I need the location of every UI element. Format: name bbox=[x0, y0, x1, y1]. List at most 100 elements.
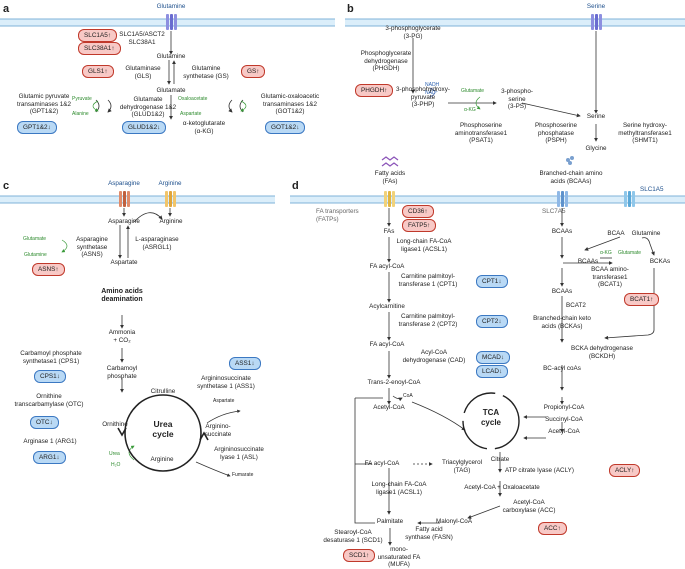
bcaas-2-label: BCAAs bbox=[577, 258, 599, 265]
urea-cycle-ring bbox=[117, 394, 209, 472]
scd-enzyme-label: Stearoyl-CoA desaturase 1 (SCD1) bbox=[323, 529, 383, 544]
bcaa-molecule-icon bbox=[566, 156, 574, 165]
3pg-label: 3-phosphoglycerate (3-PG) bbox=[385, 25, 441, 40]
got-down-badge: GOT1&2↓ bbox=[265, 121, 306, 134]
urea-cycle-title: Urea cycle bbox=[152, 419, 174, 440]
mcad-down-badge: MCAD↓ bbox=[476, 351, 511, 364]
asparagine-channel bbox=[119, 191, 130, 207]
glutamine-c-label: Glutamine bbox=[24, 252, 47, 258]
bcat2-label: BCAT2 bbox=[566, 302, 586, 309]
gpt-down-badge: GPT1&2↓ bbox=[17, 121, 57, 134]
acylcarnitine-label: Acylcarnitine bbox=[369, 303, 405, 310]
trans-enoyl-label: Trans-2-enoyl-CoA bbox=[367, 379, 421, 386]
fas-label: FAs bbox=[383, 228, 395, 235]
arg1-enzyme-label: Arginase 1 (ARG1) bbox=[23, 438, 77, 445]
arginine-c-label: Arginine bbox=[159, 218, 183, 225]
fatp5-up-badge: FATP5↑ bbox=[402, 219, 437, 232]
deamination-title: Amino acids deamination bbox=[101, 288, 143, 304]
acetylcoa-2-label: Acetyl-CoA bbox=[548, 428, 580, 435]
bc-acyl-coas-label: BC-acyl coAs bbox=[543, 365, 581, 372]
fumarate-label: Fumarate bbox=[232, 472, 254, 478]
carbamoyl-label: Carbamoyl phosphate bbox=[106, 365, 138, 380]
phgdh-up-badge: PHGDH↑ bbox=[355, 84, 394, 97]
ass-down-badge: ASS1↓ bbox=[229, 357, 261, 370]
membrane-c bbox=[0, 195, 275, 204]
cps-enzyme-label: Carbamoyl phosphate synthetase1 (CPS1) bbox=[20, 350, 82, 365]
fatp-channel bbox=[384, 191, 395, 207]
urea-label: Urea bbox=[109, 451, 120, 457]
fa-acylcoa-3-label: FA acyl-CoA bbox=[364, 460, 400, 467]
cps-down-badge: CPS1↓ bbox=[34, 370, 66, 383]
panel-label-b: b bbox=[347, 3, 354, 15]
mufa-label: mono- unsaturated FA (MUFA) bbox=[377, 546, 421, 569]
cpt2-enzyme-label: Carnitine palmitoyl- transferase 2 (CPT2… bbox=[398, 313, 458, 328]
gls-enzyme-label: Glutaminase (GLS) bbox=[125, 65, 161, 80]
asns-enzyme-label: Asparagine synthetase (ASNS) bbox=[76, 236, 108, 259]
nadh-label: NADH bbox=[425, 82, 440, 88]
bcat1-up-badge: BCAT1↑ bbox=[624, 293, 660, 306]
fatty-acids-label: Fatty acids (FAs) bbox=[374, 170, 406, 185]
acsl1-a-label: Long-chain FA-CoA ligase1 (ACSL1) bbox=[396, 238, 452, 253]
phgdh-enzyme-label: Phosphoglycerate dehydrogenase (PHGDH) bbox=[360, 50, 412, 73]
tag-label: Triacylglycerol (TAG) bbox=[441, 459, 482, 474]
glud-down-badge: GLUD1&2↓ bbox=[122, 121, 167, 134]
akg-label: α-ketoglutarate (α-KG) bbox=[182, 120, 226, 135]
glutamate-label: Glutamate bbox=[156, 87, 186, 94]
succinyl-coa-label: Succinyl-CoA bbox=[545, 416, 583, 423]
gpt-enzyme-label: Glutamic pyruvate transaminases 1&2 (GPT… bbox=[17, 93, 71, 116]
glutamate-c-label: Glutamate bbox=[23, 236, 47, 242]
scd-up-badge: SCD1↑ bbox=[343, 549, 376, 562]
cpt2-down-badge: CPT2↓ bbox=[476, 315, 508, 328]
bcat1-enzyme-label: BCAA amino- transferase1 (BCAT1) bbox=[591, 266, 629, 289]
fa-acylcoa-2-label: FA acyl-CoA bbox=[369, 341, 405, 348]
slc38a1-up-badge: SLC38A1↑ bbox=[78, 42, 121, 55]
ass-enzyme-label: Argininosuccinate synthetase 1 (ASS1) bbox=[197, 375, 255, 390]
shmt-enzyme-label: Serine hydroxy- methyltransferase1 (SHMT… bbox=[618, 122, 672, 145]
panel-label-c: c bbox=[3, 180, 10, 192]
bcaa-label: BCAA bbox=[607, 230, 625, 237]
citrate-label: Citrate bbox=[490, 456, 510, 463]
palmitate-label: Palmitate bbox=[376, 518, 404, 525]
glutamate-d-label: Glutamate bbox=[618, 250, 642, 256]
serine-label: Serine bbox=[586, 113, 606, 120]
slc-transporter-label: SLC1A5/ASCT2 SLC38A1 bbox=[119, 31, 165, 46]
fa-acylcoa-1-label: FA acyl-CoA bbox=[369, 263, 405, 270]
cpt1-enzyme-label: Carnitine palmitoyl- transferase 1 (CPT1… bbox=[398, 273, 458, 288]
slc1a5-d-label: SLC1A5 bbox=[640, 186, 664, 193]
lcad-down-badge: LCAD↓ bbox=[476, 365, 509, 378]
ammonia-label: Ammonia + CO₂ bbox=[108, 329, 136, 344]
coa-label: CoA bbox=[403, 393, 413, 399]
slc1a5-channel bbox=[624, 191, 635, 207]
psph-enzyme-label: Phosphoserine phosphatase (PSPH) bbox=[534, 122, 577, 145]
arginine-channel bbox=[165, 191, 176, 207]
aspartate-cycle-label: Aspartate bbox=[213, 398, 235, 404]
fasn-enzyme-label: Fatty acid synthase (FASN) bbox=[405, 526, 453, 541]
aspartate-label: Aspartate bbox=[180, 111, 202, 117]
propionyl-coa-label: Propionyl-CoA bbox=[543, 404, 585, 411]
asrgl-enzyme-label: L-asparaginase (ASRGL1) bbox=[135, 236, 179, 251]
3php-label: 3-phosphohydroxy- pyruvate (3-PHP) bbox=[396, 86, 450, 109]
3ps-label: 3-phospho- serine (3-PS) bbox=[501, 88, 533, 111]
acly-up-badge: ACLY↑ bbox=[609, 464, 641, 477]
arginine-transport-label: Arginine bbox=[158, 180, 182, 187]
argininosuccinate-label: Arginino- succinate bbox=[204, 423, 232, 438]
acc-enzyme-label: Acetyl-CoA carboxylase (ACC) bbox=[502, 499, 556, 514]
citrulline-label: Citrulline bbox=[150, 388, 176, 395]
serine-transport-label: Serine bbox=[586, 3, 606, 10]
cpt1-down-badge: CPT1↓ bbox=[476, 275, 508, 288]
bckas-label: BCKAs bbox=[649, 258, 671, 265]
bcka-acids-label: Branched-chain keto acids (BCKAs) bbox=[533, 315, 591, 330]
alanine-label: Alanine bbox=[72, 111, 89, 117]
bcaas-3-label: BCAAs bbox=[551, 288, 573, 295]
bcaas-1-label: BCAAs bbox=[551, 228, 573, 235]
akg-d-label: α-KG bbox=[600, 250, 612, 256]
panel-label-d: d bbox=[292, 180, 299, 192]
acsl1-b-label: Long-chain FA-CoA ligase1 (ACSL1) bbox=[371, 481, 427, 496]
glud-enzyme-label: Glutamate dehydrogenase 1&2 (GLUD1&2) bbox=[119, 96, 177, 119]
asparagine-label: Asparagine bbox=[108, 218, 140, 225]
asl-enzyme-label: Argininosuccinate lyase 1 (ASL) bbox=[214, 446, 264, 461]
cad-enzyme-label: Acyl-CoA dehydrogenase (CAD) bbox=[402, 349, 466, 364]
nadh-arrow bbox=[429, 87, 436, 98]
fatp-label: FA transporters (FATPs) bbox=[316, 208, 359, 223]
